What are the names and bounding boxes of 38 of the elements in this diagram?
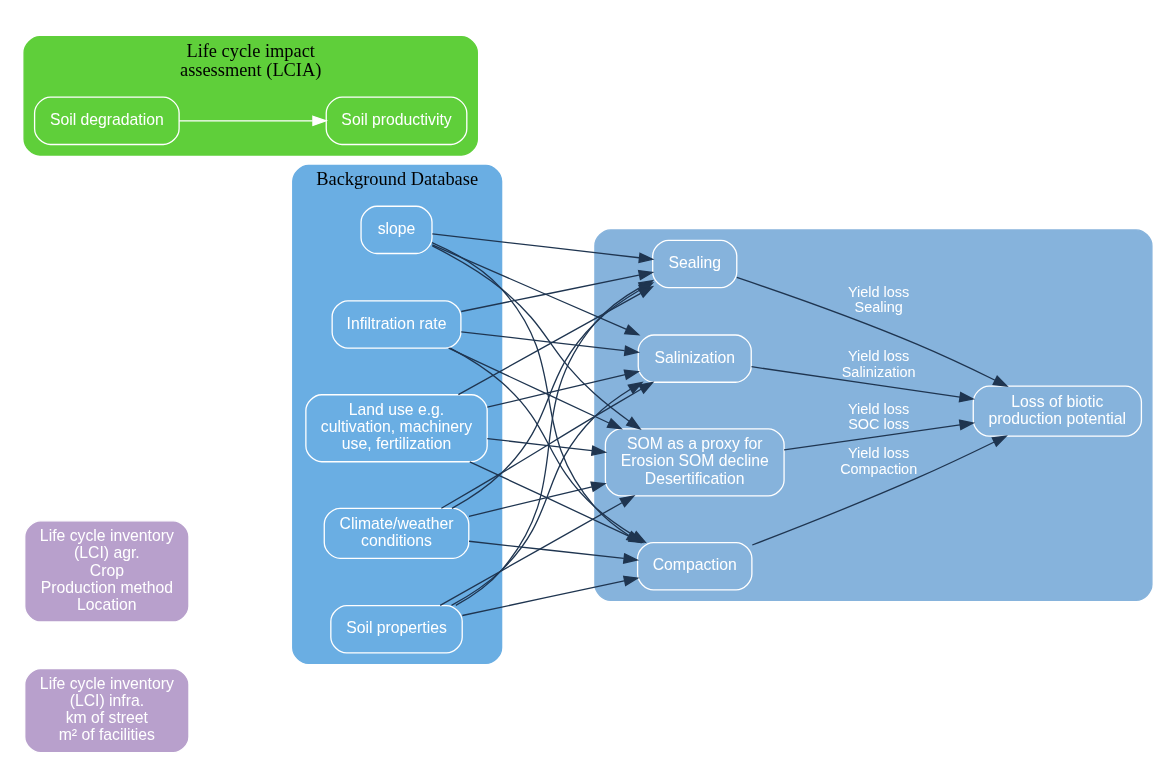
arrow <box>431 244 642 430</box>
edge-label: Yield loss Salinization <box>841 347 916 380</box>
node-box: Infiltration rate <box>331 299 462 349</box>
node-box: Soil productivity <box>325 96 468 145</box>
arrow <box>457 285 655 395</box>
arrow <box>468 540 640 564</box>
node-box: Salinization <box>637 333 752 383</box>
node-box: Life cycle inventory (LCI) infra. km of street m² of facilities <box>24 667 190 753</box>
arrow <box>440 380 655 509</box>
node-box: Soil properties <box>330 604 463 654</box>
edge-label: Yield loss Compaction <box>840 444 918 477</box>
edge-label: Yield loss Sealing <box>848 283 910 315</box>
node-box: Loss of biotic production potential <box>972 385 1143 437</box>
arrow <box>460 330 641 356</box>
node-box: Climate/weather conditions <box>323 507 470 559</box>
node-box: SOM as a proxy for Erosion SOM decline Desertification <box>604 427 785 497</box>
arrow <box>750 365 975 403</box>
arrow <box>431 232 655 263</box>
arrow <box>431 243 641 336</box>
node-box: Life cycle inventory (LCI) agr. Crop Production method Location <box>24 519 190 623</box>
arrow <box>439 494 636 606</box>
node-box: Soil degradation <box>33 96 180 145</box>
arrow <box>751 434 1008 546</box>
node-box: Sealing <box>652 239 738 288</box>
arrow <box>468 481 607 517</box>
arrow <box>486 437 608 456</box>
edge-label: Yield loss SOC loss <box>848 400 910 432</box>
arrow <box>431 241 642 543</box>
arrow <box>736 276 1009 387</box>
cluster <box>594 228 1153 601</box>
node-box: Land use e.g. cultivation, machinery use, fertilization <box>305 393 488 462</box>
node-box: slope <box>360 205 433 254</box>
arrow <box>486 368 641 408</box>
node-box: Compaction <box>636 541 753 590</box>
arrow <box>783 418 976 451</box>
arrow <box>461 575 640 616</box>
arrow <box>178 114 329 126</box>
arrow <box>448 347 623 430</box>
